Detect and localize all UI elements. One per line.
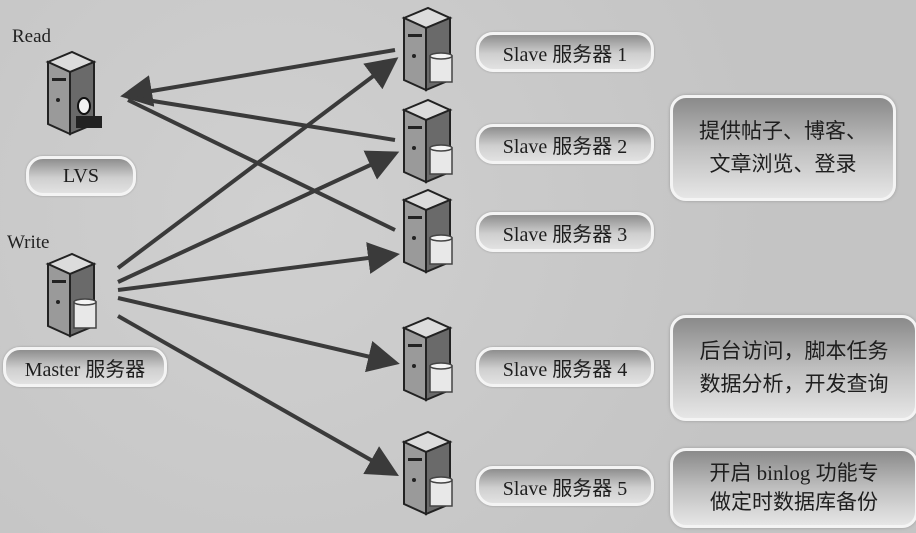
- note-line: 后台访问，脚本任务: [699, 339, 889, 364]
- slave-1-label-text: Slave 服务器 1: [502, 43, 628, 66]
- slave-3-label-text: Slave 服务器 3: [502, 223, 628, 246]
- note-line: 文章浏览、登录: [709, 152, 857, 176]
- note-line: 开启 binlog 功能专: [709, 460, 879, 485]
- write-label: Write: [7, 232, 50, 253]
- slave-server-5-icon: [401, 430, 453, 516]
- note-line: 数据分析，开发查询: [699, 372, 889, 396]
- master-label: Master 服务器: [3, 347, 167, 387]
- slave-1-label: Slave 服务器 1: [476, 32, 654, 72]
- note-read-services: 提供帖子、博客、 文章浏览、登录: [670, 95, 896, 201]
- note-backup-services: 开启 binlog 功能专 做定时数据库备份: [670, 448, 916, 528]
- slave-server-1-icon: [401, 6, 453, 92]
- slave-4-label: Slave 服务器 4: [476, 347, 654, 387]
- slave-5-label-text: Slave 服务器 5: [502, 477, 628, 500]
- master-label-text: Master 服务器: [24, 358, 146, 381]
- note-backend-services: 后台访问，脚本任务 数据分析，开发查询: [670, 315, 916, 421]
- slave-3-label: Slave 服务器 3: [476, 212, 654, 252]
- master-database-server-icon: [45, 252, 97, 338]
- slave-server-3-icon: [401, 188, 453, 274]
- lvs-label: LVS: [26, 156, 136, 196]
- slave-4-label-text: Slave 服务器 4: [502, 358, 628, 381]
- slave-2-label-text: Slave 服务器 2: [502, 135, 628, 158]
- read-label: Read: [12, 26, 52, 47]
- slave-server-2-icon: [401, 98, 453, 184]
- note-line: 提供帖子、博客、: [699, 119, 867, 144]
- lvs-label-text: LVS: [63, 164, 99, 187]
- slave-2-label: Slave 服务器 2: [476, 124, 654, 164]
- linux-server-icon: [45, 50, 102, 136]
- slave-5-label: Slave 服务器 5: [476, 466, 654, 506]
- slave-server-4-icon: [401, 316, 453, 402]
- note-line: 做定时数据库备份: [710, 490, 878, 514]
